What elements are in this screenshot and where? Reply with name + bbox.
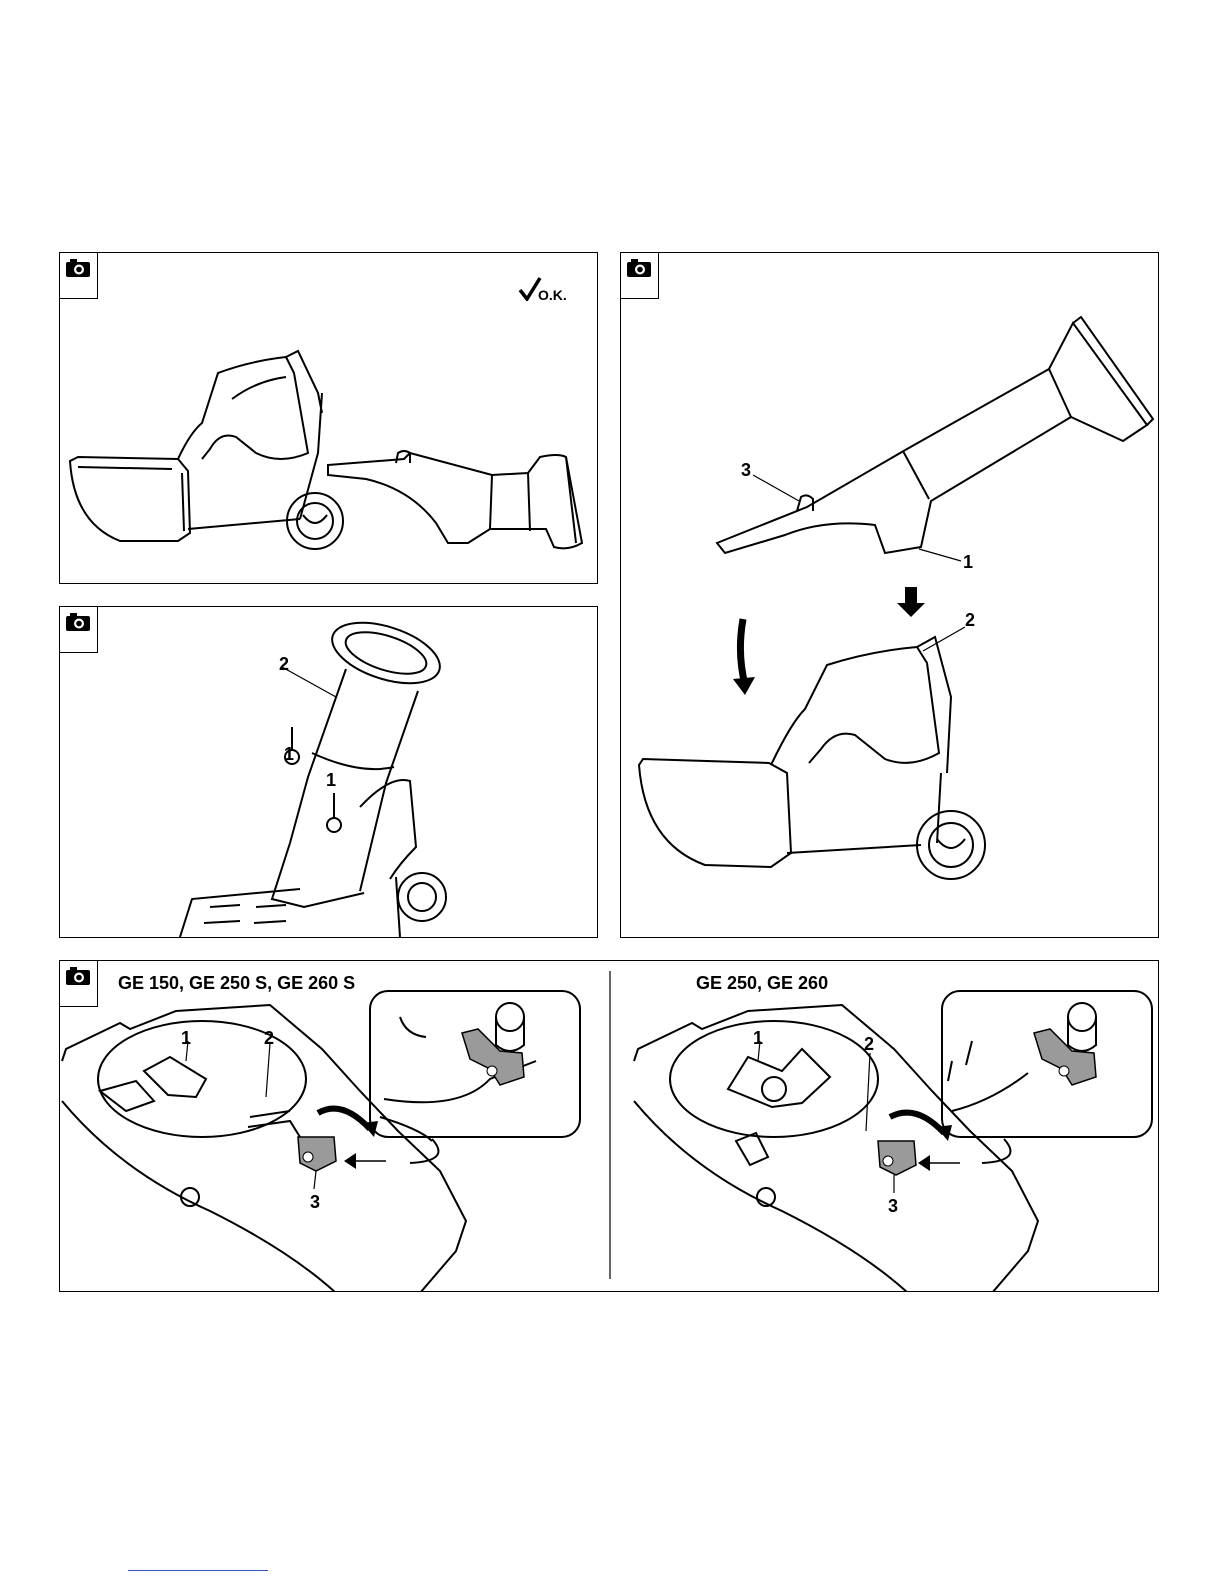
footer-line bbox=[128, 1570, 268, 1571]
callout-2: 2 bbox=[279, 655, 289, 673]
right-callout-1: 1 bbox=[753, 1029, 763, 1047]
blade-drawings bbox=[60, 961, 1159, 1292]
callout-1-left: 1 bbox=[284, 745, 294, 763]
left-callout-1: 1 bbox=[181, 1029, 191, 1047]
panel-assembled-ok: O.K. bbox=[59, 252, 598, 584]
tube-mounting-drawing bbox=[621, 253, 1159, 938]
callout-1-right: 1 bbox=[326, 771, 336, 789]
right-callout-3: 3 bbox=[888, 1197, 898, 1215]
left-callout-2: 2 bbox=[264, 1029, 274, 1047]
callout-3: 3 bbox=[741, 461, 751, 479]
left-callout-3: 3 bbox=[310, 1193, 320, 1211]
shredder-drawing bbox=[60, 253, 598, 584]
callout-1: 1 bbox=[963, 553, 973, 571]
right-callout-2: 2 bbox=[864, 1035, 874, 1053]
callout-2: 2 bbox=[965, 611, 975, 629]
panel-tube-screws: 2 1 1 bbox=[59, 606, 598, 938]
panel-tube-mounting: 3 1 2 bbox=[620, 252, 1159, 938]
arrow-down-icon bbox=[897, 587, 925, 617]
curved-arrow-icon bbox=[740, 619, 745, 685]
panel-blade-variants: GE 150, GE 250 S, GE 260 S GE 250, GE 26… bbox=[59, 960, 1159, 1292]
